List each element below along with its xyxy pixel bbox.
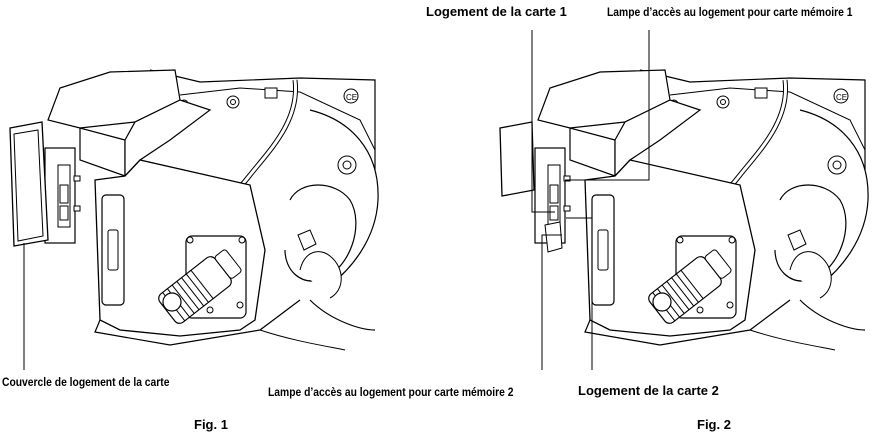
label-slot2: Logement de la carte 2 xyxy=(578,383,719,398)
leader-slot1 xyxy=(531,30,555,213)
label-lamp1: Lampe d’accès au logement pour carte mém… xyxy=(607,5,853,19)
leader-lamp2 xyxy=(541,234,562,370)
label-cover: Couvercle de logement de la carte xyxy=(2,375,170,389)
caption-fig1: Fig. 1 xyxy=(194,417,228,432)
leader-slot2 xyxy=(566,217,593,370)
fig2-leaders xyxy=(531,30,650,370)
card-cover xyxy=(9,121,49,247)
camera-fig1 xyxy=(9,70,378,370)
caption-fig2: Fig. 2 xyxy=(697,417,731,432)
label-lamp2: Lampe d’accès au logement pour carte mém… xyxy=(268,385,514,399)
camera-fig2 xyxy=(499,70,868,350)
label-slot1: Logement de la carte 1 xyxy=(426,4,567,19)
leader-lamp1 xyxy=(565,30,650,181)
